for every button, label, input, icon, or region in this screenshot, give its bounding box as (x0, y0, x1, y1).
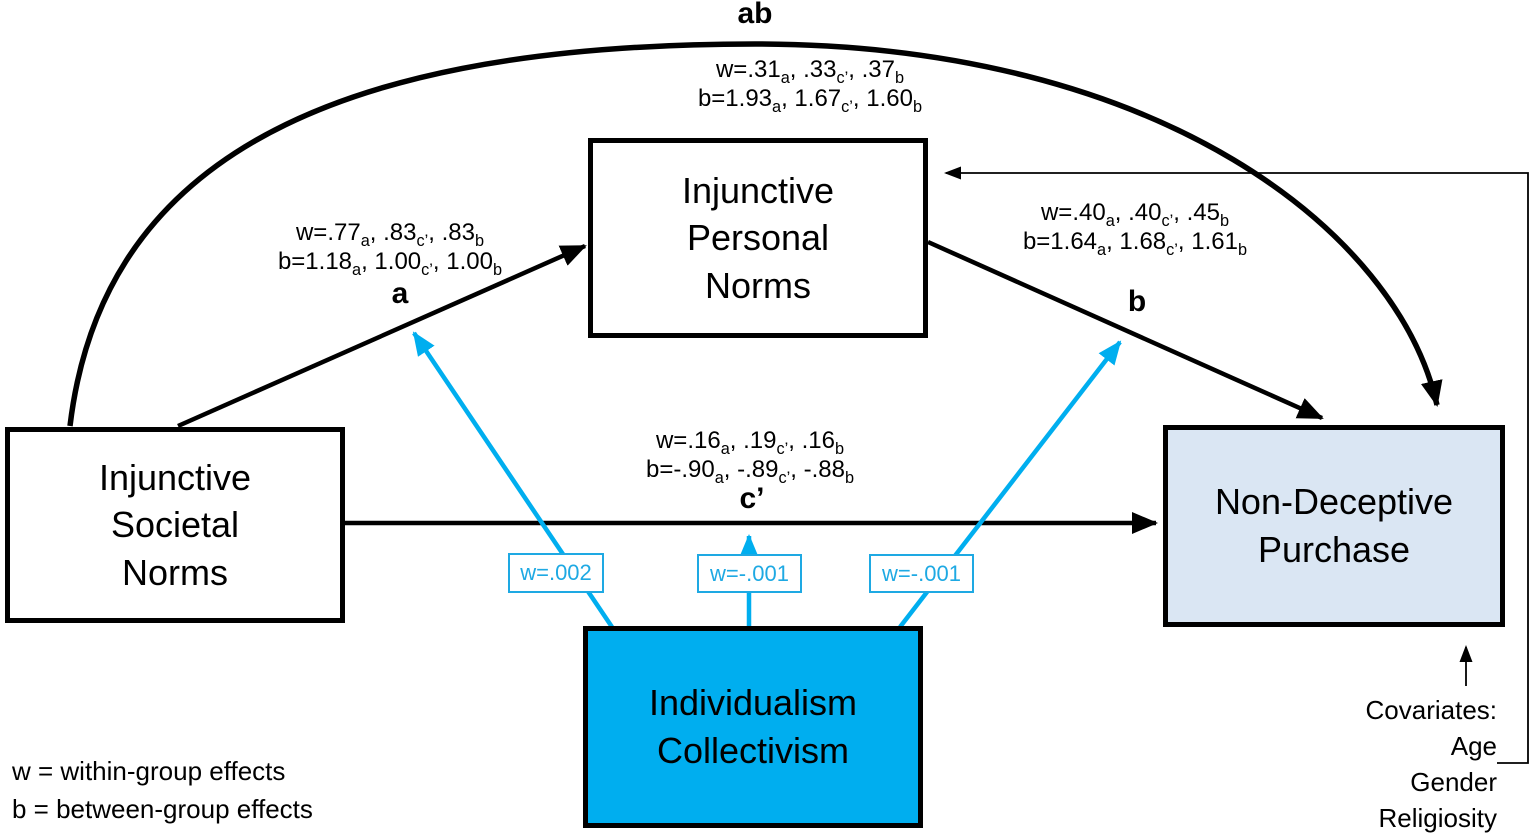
covariates-title: Covariates: (1365, 695, 1498, 725)
path-b-arrow (927, 239, 1324, 421)
path-c-prime-between-values: b=-.90a, -.89c’, -.88b (645, 456, 855, 487)
node-individualism-collectivism: Individualism Collectivism (583, 626, 923, 828)
path-a-between-values: b=1.18a, 1.00c’, 1.00b (277, 248, 503, 279)
path-b-between-values: b=1.64a, 1.68c’, 1.61b (1022, 228, 1248, 259)
path-b-within-values: w=.40a, .40c’, .45b (1040, 199, 1230, 230)
path-ab-within-values: w=.31a, .33c’, .37b (715, 56, 905, 87)
node-injunctive-personal-norms: Injunctive Personal Norms (588, 138, 928, 338)
legend-within-group: w = within-group effects (12, 756, 286, 786)
path-a-arrow (177, 243, 587, 429)
node-non-deceptive-purchase: Non-Deceptive Purchase (1163, 425, 1505, 627)
covariate-gender: Gender (1410, 767, 1497, 797)
node-injunctive-societal-norms: Injunctive Societal Norms (5, 427, 345, 623)
path-b-values: w=.40a, .40c’, .45b b=1.64a, 1.68c’, 1.6… (935, 198, 1335, 259)
path-c-prime-values: w=.16a, .19c’, .16b b=-.90a, -.89c’, -.8… (550, 426, 950, 487)
covariate-age: Age (1450, 731, 1497, 761)
path-a-values: w=.77a, .83c’, .83b b=1.18a, 1.00c’, 1.0… (190, 218, 590, 279)
path-ab-arc-arrow (67, 41, 1443, 427)
path-ab-between-values: b=1.93a, 1.67c’, 1.60b (697, 85, 923, 116)
covariates-to-personal-norms-arrow (944, 166, 1529, 764)
covariate-religiosity: Religiosity (1378, 803, 1498, 833)
path-a-letter: a (391, 277, 409, 310)
covariates-block: Covariates: Age Gender Religiosity (1366, 692, 1498, 836)
moderation-value-on-c-prime: w=-.001 (697, 554, 802, 593)
path-ab-letter: ab (737, 0, 773, 30)
path-a-within-values: w=.77a, .83c’, .83b (295, 219, 485, 250)
path-c-prime-within-values: w=.16a, .19c’, .16b (655, 427, 845, 458)
effects-legend: w = within-group effects b = between-gro… (12, 752, 313, 828)
path-ab-values: w=.31a, .33c’, .37b b=1.93a, 1.67c’, 1.6… (610, 55, 1010, 116)
legend-between-group: b = between-group effects (12, 794, 313, 824)
path-c-prime-letter: c’ (739, 482, 765, 515)
moderation-value-on-b: w=-.001 (869, 554, 974, 593)
moderation-value-on-a: w=.002 (508, 553, 604, 593)
path-b-letter: b (1127, 285, 1147, 318)
